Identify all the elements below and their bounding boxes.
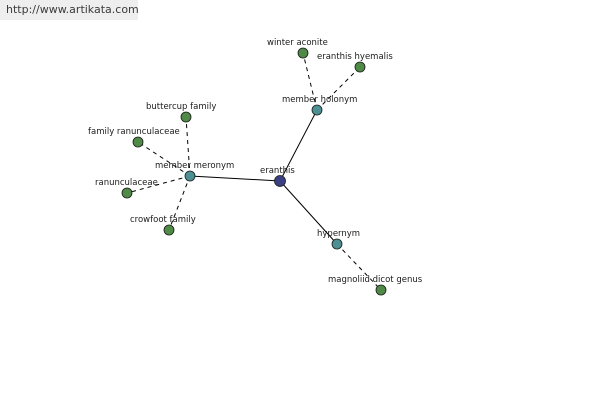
node-winter-aconite[interactable] [297, 47, 309, 59]
edge-member-meronym-to-ranunculaceae [126, 175, 191, 194]
node-label-member-holonym[interactable]: member holonym [282, 95, 357, 105]
node-eranthis-hyemalis[interactable] [354, 61, 366, 73]
node-ranunculaceae[interactable] [121, 187, 133, 199]
node-label-crowfoot-family[interactable]: crowfoot family [130, 215, 196, 225]
site-banner: http://www.artikata.com [0, 0, 139, 20]
node-eranthis[interactable] [274, 175, 286, 187]
node-magnoliid-dicot-genus[interactable] [375, 284, 387, 296]
node-member-holonym[interactable] [311, 104, 323, 116]
edge-member-meronym-to-crowfoot-family [168, 175, 191, 231]
edge-member-holonym-to-eranthis-hyemalis [316, 66, 361, 111]
graph-edges [126, 52, 382, 291]
node-label-family-ranunculaceae[interactable]: family ranunculaceae [88, 127, 180, 137]
node-label-magnoliid-dicot-genus[interactable]: magnoliid dicot genus [328, 275, 423, 285]
edge-hypernym-to-magnoliid-dicot-genus [336, 243, 382, 291]
node-label-ranunculaceae[interactable]: ranunculaceae [95, 178, 158, 188]
graph-nodes [121, 47, 387, 296]
node-label-buttercup-family[interactable]: buttercup family [146, 102, 216, 112]
node-buttercup-family[interactable] [180, 111, 192, 123]
node-label-eranthis[interactable]: eranthis [260, 166, 295, 176]
node-label-winter-aconite[interactable]: winter aconite [267, 38, 328, 48]
node-crowfoot-family[interactable] [163, 224, 175, 236]
node-label-eranthis-hyemalis[interactable]: eranthis hyemalis [317, 52, 393, 62]
node-hypernym[interactable] [331, 238, 343, 250]
node-label-member-meronym[interactable]: member meronym [155, 161, 234, 171]
edge-member-meronym-to-family-ranunculaceae [137, 141, 191, 177]
edge-member-holonym-to-winter-aconite [302, 52, 318, 111]
node-family-ranunculaceae[interactable] [132, 136, 144, 148]
site-url-link[interactable]: http://www.artikata.com [6, 3, 139, 16]
edge-eranthis-to-hypernym [279, 180, 338, 245]
node-member-meronym[interactable] [184, 170, 196, 182]
edge-eranthis-to-member-holonym [279, 109, 318, 182]
node-label-hypernym[interactable]: hypernym [317, 229, 360, 239]
edge-member-meronym-to-buttercup-family [185, 116, 191, 177]
graph-labels: eranthis member holonym member meronym hype… [88, 38, 423, 285]
edge-eranthis-to-member-meronym [189, 175, 281, 182]
